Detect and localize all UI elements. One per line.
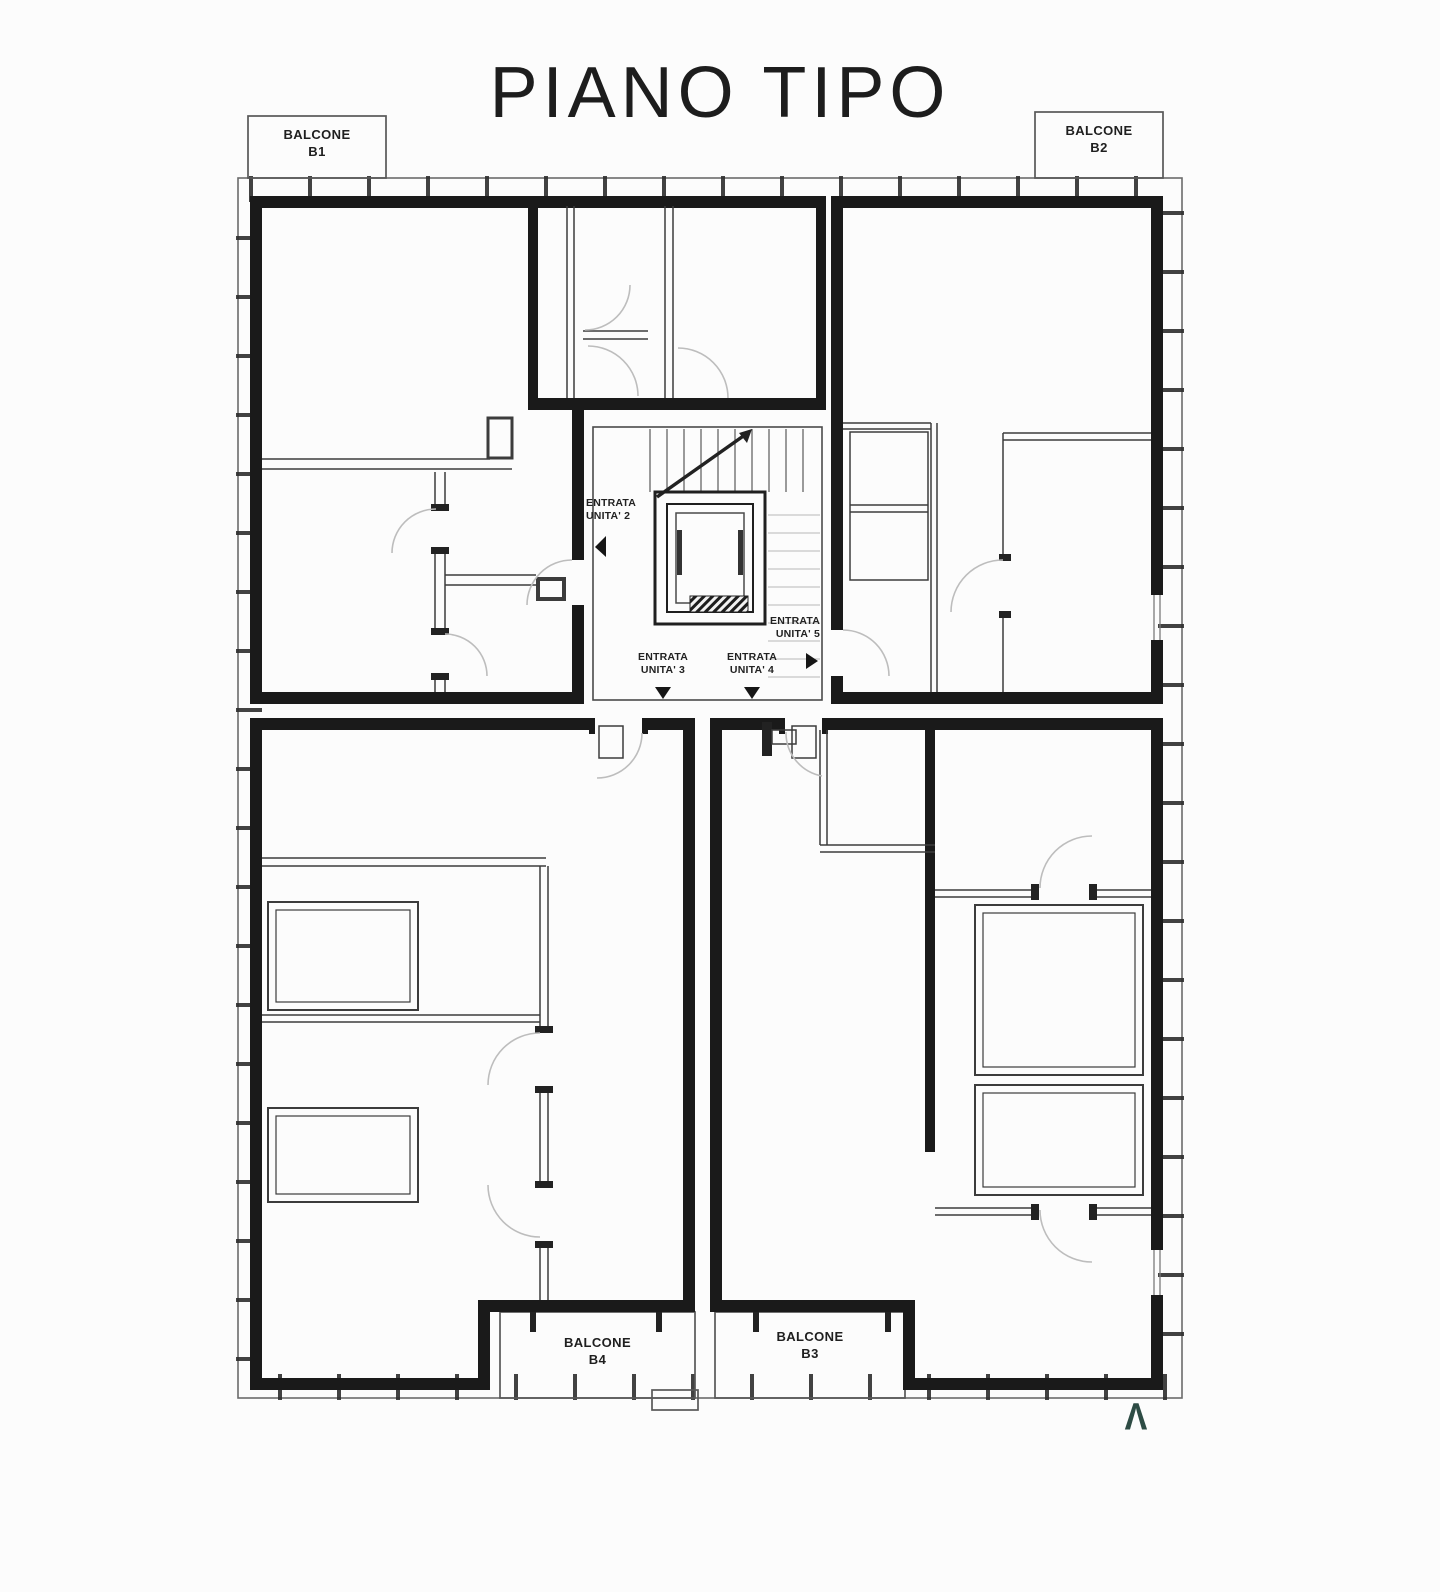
balcony-jamb-ticks [530, 1312, 891, 1332]
entrance-unit4-line1: ENTRATA [726, 651, 777, 663]
unit2-entry-arrow-icon [595, 536, 606, 557]
balcony-b4-label: BALCONE B4 [500, 1334, 695, 1368]
page-title: PIANO TIPO [489, 53, 951, 133]
unit5-entry-arrow-icon [806, 653, 818, 669]
entrance-unit4-label: ENTRATA UNITA' 4 [716, 651, 788, 677]
balcony-b1-code: B1 [308, 144, 326, 159]
balcony-b3-label: BALCONE B3 [715, 1328, 905, 1362]
balcony-b2-name: BALCONE [1065, 123, 1133, 138]
perimeter-outline [236, 176, 1184, 1400]
balcony-b3-name: BALCONE [776, 1329, 844, 1344]
entrance-unit5-line1: ENTRATA [769, 615, 820, 627]
stairwell [592, 426, 823, 701]
balcony-b4-name: BALCONE [563, 1335, 632, 1350]
section-mark: Λ [1124, 1395, 1148, 1439]
unit4-entry-arrow-icon [744, 687, 760, 699]
door-arcs [391, 284, 1093, 1263]
entrance-unit4-line2: UNITA' 4 [729, 664, 775, 676]
elevator [653, 490, 767, 626]
unit3-entry-arrow-icon [655, 687, 671, 699]
entrance-markers [595, 536, 818, 699]
balcony-b4-code: B4 [588, 1352, 607, 1367]
balcony-b3-code: B3 [801, 1346, 819, 1361]
stair-direction-line [655, 430, 751, 499]
stair-landing-lines [768, 514, 820, 678]
windows [1153, 595, 1161, 1295]
balcony-b1-name: BALCONE [283, 127, 351, 142]
stair-direction-arrow [739, 429, 752, 443]
entrance-unit2-line2: UNITA' 2 [586, 510, 631, 522]
apartment-walls [250, 196, 1163, 1390]
entrance-unit3-label: ENTRATA UNITA' 3 [627, 651, 699, 677]
balcony-b1-label: BALCONE B1 [248, 126, 386, 160]
balcony-b2-code: B2 [1090, 140, 1108, 155]
interior-partitions [262, 206, 1151, 1300]
entrance-unit2-label: ENTRATA UNITA' 2 [586, 497, 658, 523]
stair-treads [649, 429, 804, 492]
entrance-unit2-line1: ENTRATA [586, 497, 637, 509]
entrance-unit5-label: ENTRATA UNITA' 5 [748, 615, 820, 641]
entrance-unit3-line1: ENTRATA [637, 651, 688, 663]
entrance-unit3-line2: UNITA' 3 [640, 664, 686, 676]
balcony-b2-label: BALCONE B2 [1035, 122, 1163, 156]
entrance-unit5-line2: UNITA' 5 [775, 628, 820, 640]
